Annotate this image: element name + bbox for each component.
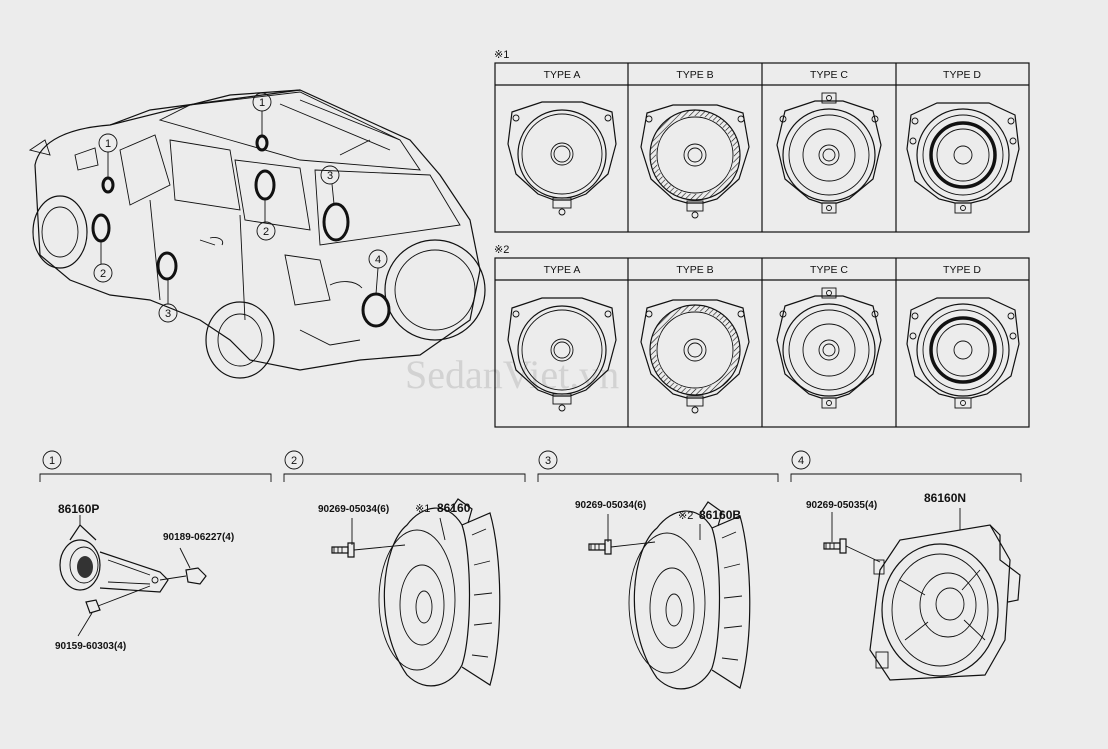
table-note: ※2	[494, 244, 509, 256]
section-4: 4 90269-05035(4) 86160N	[790, 450, 1022, 681]
speaker-type-c-drawing	[776, 92, 882, 214]
table-note: ※1	[494, 49, 509, 61]
svg-text:3: 3	[165, 308, 171, 320]
vehicle-illustration: 1 1 2 2 3 3 4	[28, 89, 486, 379]
speaker-type-a-drawing	[507, 101, 617, 216]
speaker-type-c-drawing	[776, 287, 882, 409]
type-header: TYPE D	[943, 69, 981, 81]
part-note: ※1	[415, 503, 430, 515]
vehicle-callout-1a: 1	[252, 92, 272, 112]
section-1: 1 86160P 90189-06227(4) 90159-60303(4)	[39, 450, 272, 652]
type-header: TYPE D	[943, 264, 981, 276]
vehicle-callout-2a: 2	[256, 221, 276, 241]
section-2: 2 90269-05034(6) ※1 86160	[283, 450, 526, 687]
type-header: TYPE B	[676, 264, 713, 276]
svg-text:2: 2	[263, 226, 269, 238]
watermark: SedanViet.vn	[405, 352, 619, 397]
part-number: 90269-05035(4)	[806, 500, 877, 511]
part-number: 90159-60303(4)	[55, 641, 126, 652]
part-number: 86160P	[58, 502, 99, 516]
vehicle-callout-1b: 1	[98, 133, 118, 153]
speaker-type-d-drawing	[905, 296, 1021, 410]
speaker-drawing	[628, 501, 751, 690]
type-header: TYPE C	[810, 69, 848, 81]
svg-text:4: 4	[375, 254, 381, 266]
part-number: 90269-05034(6)	[575, 500, 646, 511]
part-number: 90269-05034(6)	[318, 504, 389, 515]
speaker-type-b-drawing	[641, 300, 749, 413]
part-number: 86160	[437, 501, 471, 515]
speaker-type-d-drawing	[905, 101, 1021, 215]
screw-drawing	[331, 542, 355, 558]
type-header: TYPE A	[544, 264, 581, 276]
section-index: 4	[798, 455, 804, 467]
speaker-type-table-1: ※1 TYPE A TYPE B TYPE C TYPE D	[494, 49, 1030, 233]
section-index: 2	[291, 455, 297, 467]
part-number: 86160N	[924, 491, 966, 505]
svg-text:3: 3	[327, 170, 333, 182]
part-note: ※2	[678, 510, 693, 522]
section-index: 3	[545, 455, 551, 467]
part-number: 86160B	[699, 508, 741, 522]
screw-drawing	[588, 539, 612, 555]
vehicle-callout-3a: 3	[320, 165, 340, 185]
section-3: 3 90269-05034(6) ※2 86160B	[537, 450, 779, 690]
svg-text:1: 1	[105, 138, 111, 150]
speaker-type-b-drawing	[641, 105, 749, 218]
svg-text:1: 1	[259, 97, 265, 109]
type-header: TYPE A	[544, 69, 581, 81]
section-index: 1	[49, 455, 55, 467]
part-number: 90189-06227(4)	[163, 532, 234, 543]
vehicle-callout-4: 4	[368, 249, 388, 269]
speaker-type-n-drawing	[823, 508, 1021, 681]
type-header: TYPE B	[676, 69, 713, 81]
tweeter-drawing	[59, 515, 207, 637]
speaker-type-table-2: ※2 TYPE A TYPE B TYPE C TYPE D	[494, 244, 1030, 428]
speaker-drawing	[378, 498, 501, 687]
type-header: TYPE C	[810, 264, 848, 276]
vehicle-callout-3b: 3	[158, 303, 178, 323]
vehicle-callout-2b: 2	[93, 263, 113, 283]
svg-text:2: 2	[100, 268, 106, 280]
